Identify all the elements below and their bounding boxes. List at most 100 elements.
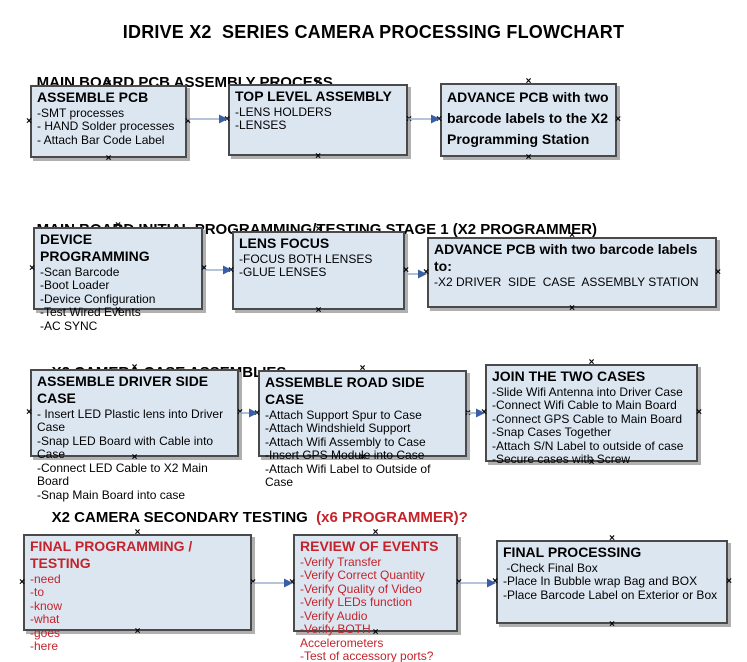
- box-item: -Test of accessory ports?: [300, 649, 434, 662]
- connection-handle-icon: ×: [26, 407, 32, 418]
- box-item: -Test Wired Events: [40, 305, 141, 320]
- box-title: REVIEW OF EVENTS: [300, 538, 439, 554]
- page-title: IDRIVE X2 SERIES CAMERA PROCESSING FLOWC…: [122, 22, 625, 42]
- flow-box-final-programming-testing: FINAL PROGRAMMING / TESTING -need -to -k…: [19, 528, 256, 653]
- connector-arrow-3: [203, 265, 232, 275]
- box-item: -Place Barcode Label on Exterior or Box: [503, 587, 718, 602]
- box-item: -what: [30, 612, 60, 627]
- box-item: -Snap Main Board into case: [37, 487, 186, 502]
- flow-box-device-programming: DEVICE PROGRAMMING -Scan Barcode -Boot L…: [29, 221, 207, 333]
- connection-handle-icon: ×: [185, 115, 191, 127]
- flow-box-assemble-road-side-case: ASSEMBLE ROAD SIDE CASE -Attach Support …: [254, 364, 471, 489]
- connector-arrow-1: [187, 114, 228, 124]
- connector-arrow-5: [239, 408, 258, 418]
- box-item: -goes: [30, 625, 61, 640]
- connection-handle-icon: ×: [289, 577, 295, 588]
- box-item: - HAND Solder processes: [37, 119, 175, 134]
- connector-arrow-8: [458, 578, 496, 588]
- flow-box-assemble-pcb: ASSEMBLE PCB -SMT processes - HAND Solde…: [26, 79, 191, 164]
- connection-handle-icon: ×: [492, 576, 498, 587]
- box-title: JOIN THE TWO CASES: [492, 368, 646, 384]
- connection-handle-icon: ×: [250, 576, 256, 588]
- box-title: ASSEMBLE ROAD SIDE CASE: [265, 374, 429, 407]
- connection-handle-icon: ×: [436, 114, 442, 125]
- connection-handle-icon: ×: [403, 264, 409, 276]
- box-title: ASSEMBLE PCB: [37, 89, 149, 105]
- connector-arrow-7: [252, 578, 293, 588]
- box-item: -here: [30, 639, 59, 654]
- connection-handle-icon: ×: [29, 262, 35, 274]
- box-item: -AC SYNC: [40, 318, 98, 333]
- box-item: -Scan Barcode: [40, 264, 120, 279]
- flow-box-advance-pcb-programming-station: ADVANCE PCB with two barcode labels to t…: [436, 77, 621, 163]
- box-item: -Slide Wifi Antenna into Driver Case: [492, 384, 683, 399]
- connection-handle-icon: ×: [481, 407, 487, 418]
- connector-arrow-2: [408, 114, 440, 124]
- box-item: -Attach Wifi Label to Outside of Case: [265, 461, 434, 490]
- box-item: -Verify LEDs function: [300, 595, 413, 610]
- box-item: -Boot Loader: [40, 278, 110, 293]
- section-heading-red-text: (x6 PROGRAMMER)?: [316, 509, 468, 526]
- box-item: -X2 DRIVER SIDE CASE ASSEMBLY STATION: [434, 274, 699, 289]
- connection-handle-icon: ×: [315, 305, 322, 316]
- connection-handle-icon: ×: [726, 576, 732, 587]
- flow-box-advance-pcb-case-assembly: ADVANCE PCB with two barcode labels to: …: [423, 231, 721, 314]
- flow-box-top-level-assembly: TOP LEVEL ASSEMBLY -LENS HOLDERS -LENSES…: [224, 78, 412, 162]
- box-item: -Verify Correct Quantity: [300, 568, 425, 583]
- box-item: -LENS HOLDERS: [235, 104, 332, 119]
- box-item: -Verify Quality of Video: [300, 581, 422, 596]
- box-title: FINAL PROCESSING: [503, 544, 642, 560]
- box-item: -Check Final Box: [503, 560, 598, 575]
- flow-box-final-processing: FINAL PROCESSING -Check Final Box -Place…: [492, 534, 732, 630]
- box-item: -Connect Wifi Cable to Main Board: [492, 398, 677, 413]
- connection-handle-icon: ×: [525, 76, 532, 87]
- connection-handle-icon: ×: [237, 407, 243, 418]
- box-item: -Attach Support Spur to Case: [265, 407, 422, 422]
- connection-handle-icon: ×: [615, 114, 621, 125]
- connection-handle-icon: ×: [696, 407, 702, 418]
- connector-arrow-6: [467, 408, 485, 418]
- box-item: -Verify Transfer: [300, 554, 382, 569]
- connection-handle-icon: ×: [609, 619, 615, 630]
- connection-handle-icon: ×: [569, 303, 575, 314]
- box-item: -Verify BOTH Accelerometers: [300, 622, 384, 650]
- connection-handle-icon: ×: [201, 262, 207, 274]
- connection-handle-icon: ×: [26, 115, 32, 127]
- connection-handle-icon: ×: [406, 114, 412, 125]
- connection-handle-icon: ×: [423, 266, 429, 278]
- connection-handle-icon: ×: [715, 266, 721, 278]
- flow-box-join-the-two-cases: JOIN THE TWO CASES -Slide Wifi Antenna i…: [481, 358, 702, 468]
- flow-box-lens-focus: LENS FOCUS -FOCUS BOTH LENSES -GLUE LENS…: [228, 225, 409, 316]
- box-title: ADVANCE PCB with two barcode labels to:: [434, 241, 702, 274]
- box-item: -to: [30, 585, 45, 600]
- box-title: ADVANCE PCB with two barcode labels to t…: [447, 89, 613, 147]
- connection-handle-icon: ×: [224, 114, 230, 125]
- box-item: -Device Configuration: [40, 291, 156, 306]
- box-title: DEVICE PROGRAMMING: [40, 231, 150, 264]
- connection-handle-icon: ×: [254, 407, 260, 419]
- connector-arrow-4: [405, 269, 427, 279]
- connection-handle-icon: ×: [465, 407, 471, 419]
- connection-handle-icon: ×: [105, 153, 112, 164]
- connection-handle-icon: ×: [315, 151, 321, 162]
- section-heading-text: X2 CAMERA SECONDARY TESTING: [51, 509, 317, 526]
- box-item: -Snap Cases Together: [492, 425, 612, 440]
- connection-handle-icon: ×: [19, 576, 25, 588]
- box-item: -know: [30, 598, 63, 613]
- flow-box-assemble-driver-side-case: ASSEMBLE DRIVER SIDE CASE - Insert LED P…: [26, 363, 243, 502]
- box-item: -Secure cases with Screw: [492, 452, 631, 467]
- box-item: -Connect LED Cable to X2 Main Board: [37, 460, 212, 489]
- box-item: -Place In Bubble wrap Bag and BOX: [503, 574, 698, 589]
- box-item: -Connect GPS Cable to Main Board: [492, 411, 683, 426]
- section-heading-secondary-testing: X2 CAMERA SECONDARY TESTING (x6 PROGRAMM…: [35, 492, 468, 543]
- box-title: FINAL PROGRAMMING / TESTING: [30, 538, 197, 571]
- box-item: -Verify Audio: [300, 608, 368, 623]
- box-item: -Attach S/N Label to outside of case: [492, 438, 684, 453]
- box-item: -need: [30, 571, 61, 586]
- connection-handle-icon: ×: [359, 363, 366, 374]
- box-item: -Insert GPS Module into Case: [265, 448, 425, 463]
- box-item: -GLUE LENSES: [239, 265, 327, 280]
- box-title: TOP LEVEL ASSEMBLY: [235, 88, 392, 104]
- box-item: -Snap LED Board with Cable into Case: [37, 433, 217, 462]
